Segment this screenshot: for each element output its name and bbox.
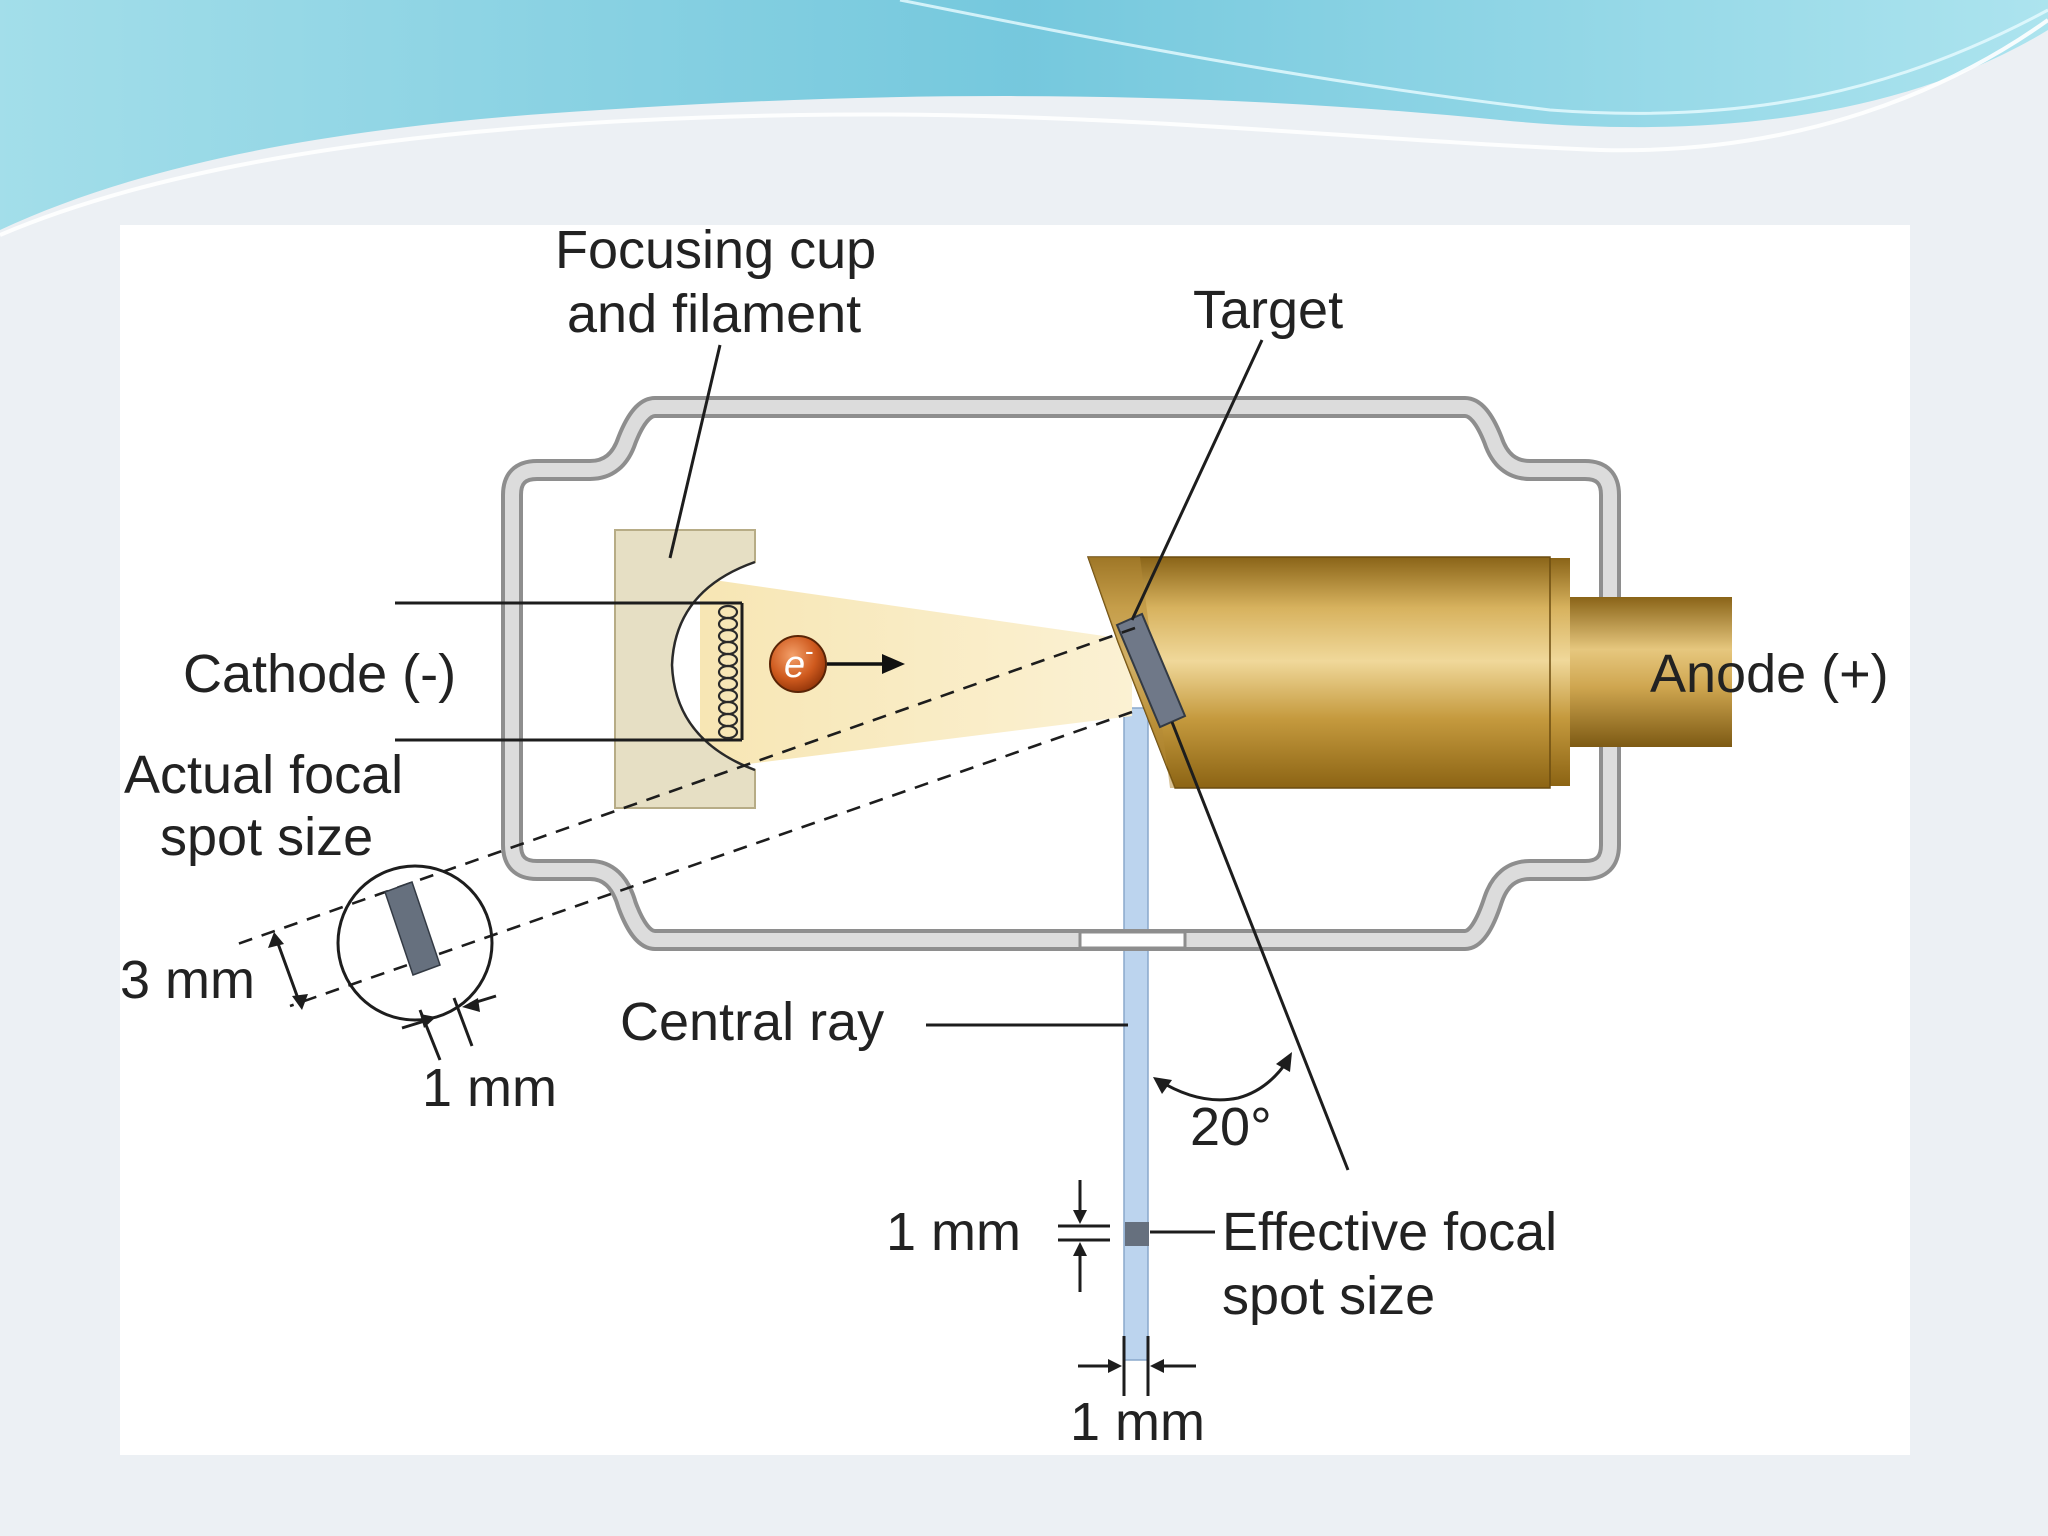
angle-arrow-left: [1153, 1077, 1172, 1094]
label-1mm-effective-height: 1 mm: [886, 1202, 1021, 1262]
electron-arrowhead: [882, 654, 905, 674]
actual-width-dimension: [401, 994, 497, 1061]
actual-height-dimension: [268, 932, 308, 1010]
label-focusing-cup-line1: Focusing cup: [555, 220, 876, 280]
electron-charge: -: [805, 636, 814, 666]
header-wave: [0, 0, 2048, 237]
anode-collar: [1548, 558, 1570, 786]
projection-line-upper: [231, 626, 1136, 948]
tube-window: [1078, 930, 1187, 950]
label-central-ray: Central ray: [620, 992, 884, 1052]
angle-arc: [1157, 1059, 1290, 1102]
label-1mm-effective-width: 1 mm: [1070, 1392, 1205, 1452]
anode-angle-line: [1170, 721, 1350, 1171]
projection-line-lower: [289, 710, 1133, 1008]
anode-bevel: [1088, 557, 1175, 788]
label-angle: 20°: [1190, 1097, 1272, 1157]
label-effective-focal-line2: spot size: [1222, 1266, 1435, 1326]
label-focusing-cup-line2: and filament: [567, 284, 861, 344]
label-anode: Anode (+): [1650, 644, 1889, 704]
label-actual-focal-line2: spot size: [160, 807, 373, 867]
angle-arrow-right: [1276, 1052, 1292, 1072]
actual-focal-spot: [384, 881, 441, 976]
effective-focal-spot: [1125, 1222, 1149, 1246]
label-1mm-actual: 1 mm: [422, 1058, 557, 1118]
actual-focal-inset: [336, 864, 494, 1022]
label-cathode: Cathode (-): [183, 644, 456, 704]
anode-stem: [1550, 597, 1732, 747]
electron: [769, 635, 827, 693]
electron-symbol: e: [784, 644, 805, 686]
electron-beam: [700, 578, 1132, 770]
central-ray-beam: [1123, 707, 1149, 1361]
label-effective-focal-line1: Effective focal: [1222, 1202, 1557, 1262]
label-target: Target: [1193, 280, 1343, 340]
label-3mm: 3 mm: [120, 950, 255, 1010]
filament-coil: [717, 604, 739, 740]
target-leader: [1130, 339, 1264, 621]
label-actual-focal-line1: Actual focal: [124, 745, 403, 805]
effective-height-dimension: [1058, 1180, 1110, 1292]
focusing-cup-leader: [668, 344, 722, 559]
effective-width-dimension: [1078, 1336, 1196, 1396]
